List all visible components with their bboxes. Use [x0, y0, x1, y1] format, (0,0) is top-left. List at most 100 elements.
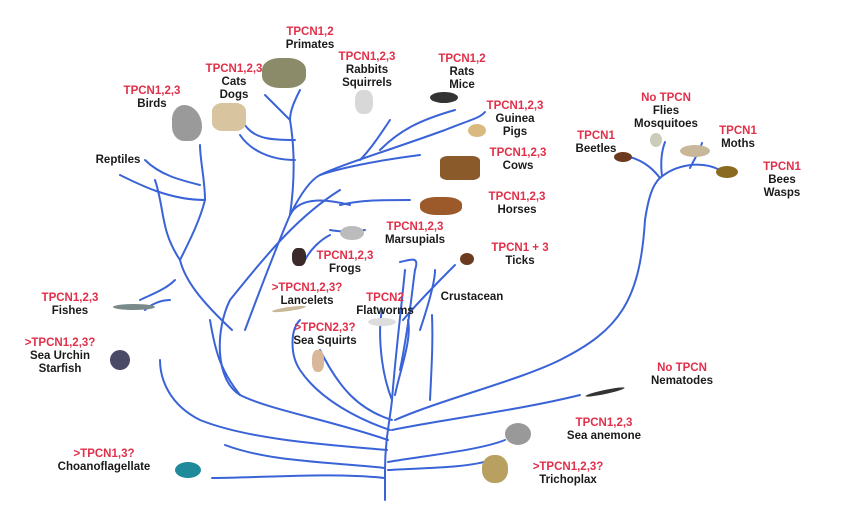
- primate-image: [262, 58, 306, 88]
- taxon-name: Cats: [221, 76, 247, 88]
- taxon-name: Ticks: [505, 255, 535, 267]
- taxon-name: Cows: [502, 160, 534, 172]
- tpcn-label: TPCN1 + 3: [491, 242, 549, 254]
- tpcn-label: TPCN1: [577, 130, 615, 142]
- rat-image: [430, 92, 458, 103]
- taxon-name: Squirrels: [342, 77, 392, 89]
- fly-image: [650, 133, 662, 147]
- taxon-name: Sea Squirts: [293, 335, 357, 347]
- beetle-image: [614, 152, 632, 162]
- taxon-lancelets: >TPCN1,2,3?Lancelets: [272, 282, 343, 308]
- taxon-trichoplax: >TPCN1,2,3?Trichoplax: [533, 461, 604, 487]
- tpcn-label: TPCN1,2,3: [486, 100, 544, 112]
- taxon-name: Beetles: [575, 143, 617, 155]
- tpcn-label: TPCN1: [719, 125, 757, 137]
- tpcn-label: TPCN1,2,3: [123, 85, 181, 97]
- tick-image: [460, 253, 474, 265]
- taxon-name: Trichoplax: [539, 474, 597, 486]
- taxon-name: Flatworms: [356, 305, 414, 317]
- taxon-choanoflagellate: >TPCN1,3?Choanoflagellate: [58, 448, 151, 474]
- taxon-name: Bees: [768, 174, 796, 186]
- taxon-crustacean: Crustacean: [441, 291, 504, 304]
- taxon-name: Rats: [449, 66, 475, 78]
- taxon-name: Pigs: [502, 126, 528, 138]
- taxon-name: Guinea: [495, 113, 535, 125]
- taxon-sea-squirts: >TPCN2,3?Sea Squirts: [293, 322, 356, 348]
- taxon-name: Lancelets: [280, 295, 334, 307]
- horse-image: [420, 197, 462, 215]
- cow-image: [440, 156, 480, 180]
- tpcn-label: TPCN1,2,3: [488, 191, 546, 203]
- tpcn-label: >TPCN2,3?: [294, 322, 356, 334]
- taxon-name: Choanoflagellate: [57, 461, 151, 473]
- taxon-name: Crustacean: [440, 291, 504, 303]
- tpcn-label: TPCN1,2,3: [575, 417, 633, 429]
- sea-urchin-image: [110, 350, 130, 370]
- taxon-name: Nematodes: [651, 375, 713, 387]
- tpcn-label: TPCN1,2,3: [205, 63, 263, 75]
- rooster-image: [172, 105, 202, 141]
- taxon-name: Primates: [285, 39, 335, 51]
- sea-squirt-image: [312, 350, 324, 372]
- tpcn-label: TPCN1,2,3: [316, 250, 374, 262]
- tpcn-label: >TPCN1,3?: [73, 448, 135, 460]
- tpcn-label: >TPCN1,2,3?: [271, 282, 343, 294]
- taxon-name: Mosquitoes: [634, 118, 698, 130]
- taxon-name: Rabbits: [345, 64, 389, 76]
- taxon-name: Flies: [652, 105, 680, 117]
- taxon-name: Sea anemone: [566, 430, 642, 442]
- pug-image: [212, 103, 246, 131]
- tpcn-label: >TPCN1,2,3?: [24, 337, 96, 349]
- frog-image: [292, 248, 306, 266]
- guinea-pig-image: [468, 124, 486, 137]
- taxon-name: Sea Urchin: [29, 350, 91, 362]
- taxon-reptiles: Reptiles: [96, 154, 141, 167]
- tpcn-label: TPCN1,2: [286, 26, 334, 38]
- taxon-name: Horses: [497, 204, 537, 216]
- moth-image: [680, 145, 710, 157]
- taxon-name: Fishes: [51, 305, 89, 317]
- tpcn-label: TPCN1: [763, 161, 801, 173]
- taxon-name: Marsupials: [384, 234, 446, 246]
- tpcn-label: TPCN1,2: [438, 53, 486, 65]
- bee-image: [716, 166, 738, 178]
- taxon-name: Moths: [721, 138, 755, 150]
- tpcn-label: TPCN1,2,3: [338, 51, 396, 63]
- tpcn-label: No TPCN: [657, 362, 707, 374]
- taxon-name: Frogs: [329, 263, 361, 275]
- rabbit-image: [355, 90, 373, 114]
- flatworm-image: [368, 318, 396, 326]
- taxon-name: Birds: [137, 98, 167, 110]
- taxon-name: Reptiles: [95, 154, 141, 166]
- tpcn-label: >TPCN1,2,3?: [532, 461, 604, 473]
- tpcn-label: TPCN1,2,3: [386, 221, 444, 233]
- taxon-name: Starfish: [38, 363, 82, 375]
- marsupial-image: [340, 226, 364, 240]
- taxon-name: Wasps: [763, 187, 801, 199]
- taxon-name: Dogs: [219, 89, 249, 101]
- tpcn-label: No TPCN: [641, 92, 691, 104]
- tpcn-label: TPCN1,2,3: [41, 292, 99, 304]
- tpcn-label: TPCN2: [366, 292, 404, 304]
- fish-image: [113, 304, 155, 310]
- tpcn-label: TPCN1,2,3: [489, 147, 547, 159]
